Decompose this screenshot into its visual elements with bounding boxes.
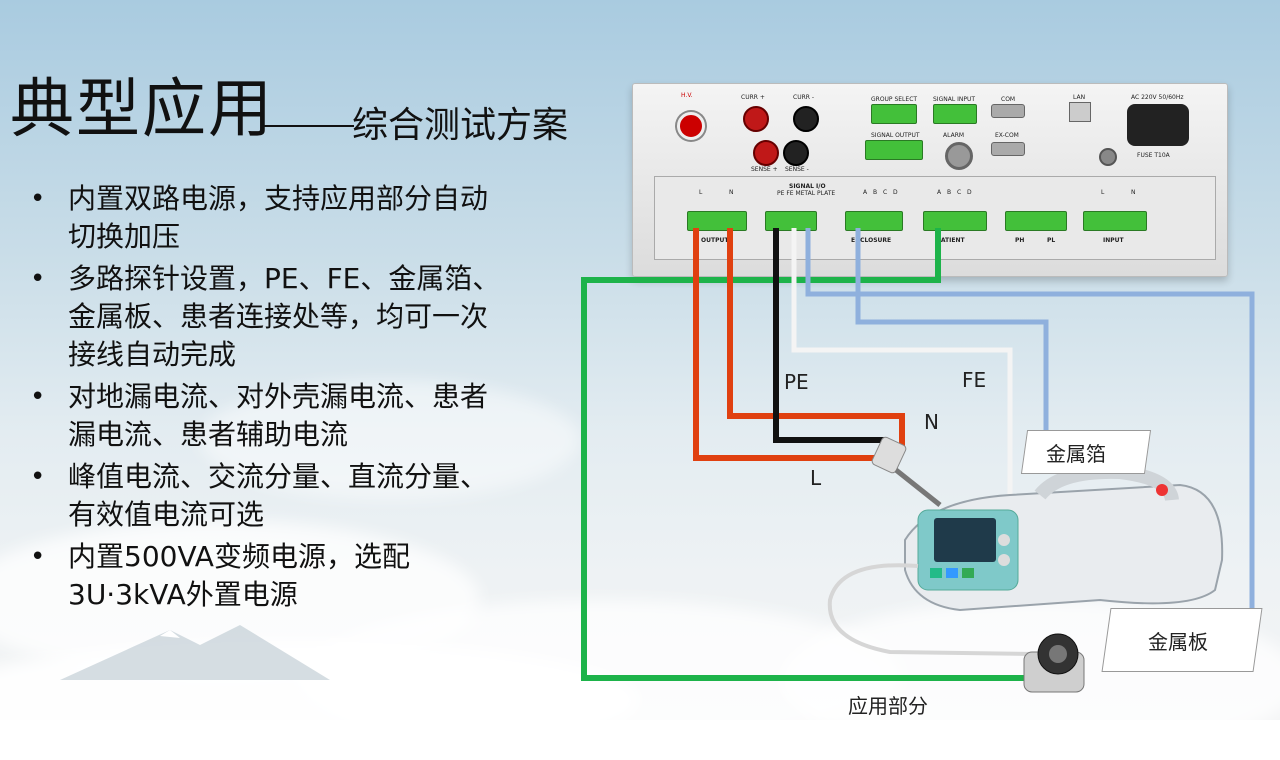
patient-wire [581,228,1030,681]
signal-io-label: SIGNAL I/O [789,183,826,190]
enclosure-terminal [845,211,903,231]
curr-minus-jack-icon [793,106,819,132]
pl-label: PL [1047,237,1056,244]
hv-label: H.V. [681,92,693,99]
feature-item: 内置500VA变频电源，选配3U·3kVA外置电源 [30,538,510,614]
feature-list: 内置双路电源，支持应用部分自动切换加压 多路探针设置，PE、FE、金属箔、金属板… [30,180,510,618]
com-label: COM [1001,96,1016,103]
feature-item: 对地漏电流、对外壳漏电流、患者漏电流、患者辅助电流 [30,378,510,454]
enclosure-a-label: A [863,189,868,196]
ph-label: PH [1015,237,1025,244]
ac-label: AC 220V 50/60Hz [1131,94,1184,101]
signal-io-terminal [765,211,817,231]
foil-tag: 金属箔 [1046,442,1106,466]
fe-wire-foil [855,228,1049,434]
signal-input-label: SIGNAL INPUT [933,96,976,103]
patient-c-label: C [957,189,962,196]
title-dash [262,125,354,127]
patient-d-label: D [967,189,972,196]
patient-terminal [923,211,987,231]
applied-part-tag: 应用部分 [848,694,928,718]
group-select-label: GROUP SELECT [871,96,918,103]
alarm-label: ALARM [943,132,965,139]
curr-minus-label: CURR - [793,94,814,101]
live-wire [693,228,880,461]
n-wire-label: N [924,410,939,434]
hv-jack-icon [677,112,705,140]
neutral-wire-black [773,228,884,443]
neutral-wire-red [727,228,905,448]
ex-com-label: EX-COM [995,132,1019,139]
page-title: 典型应用 [10,73,274,147]
enclosure-b-label: B [873,189,878,196]
input-label: INPUT [1103,237,1124,244]
output-l-label: L [699,189,703,196]
signal-output-terminal [865,140,923,160]
com-port-icon [991,104,1025,118]
signal-output-label: SIGNAL OUTPUT [871,132,920,139]
enclosure-label: ENCLOSURE [851,237,892,244]
patient-b-label: B [947,189,952,196]
pe-fe-metal-label: PE FE METAL PLATE [777,190,836,197]
alarm-connector-icon [945,142,973,170]
enclosure-d-label: D [893,189,898,196]
output-n-label: N [729,189,734,196]
feature-item: 内置双路电源，支持应用部分自动切换加压 [30,180,510,256]
applied-part-electrode-icon [1023,633,1085,693]
page-subtitle: 综合测试方案 [352,105,569,146]
curr-plus-label: CURR + [741,94,765,101]
l-wire-label: L [810,466,822,490]
enclosure-c-label: C [883,189,888,196]
plug-icon [871,436,907,474]
pe-wire-label: PE [784,370,809,394]
input-l-label: L [1101,189,1105,196]
lan-port-icon [1069,102,1091,122]
input-terminal [1083,211,1147,231]
ex-com-port-icon [991,142,1025,156]
output-panel: L N OUTPUT SIGNAL I/O PE FE METAL PLATE … [654,176,1216,260]
wiring-diagram [581,228,1255,693]
output-terminal [687,211,747,231]
ground-screw-icon [1099,148,1117,166]
plug-cord [894,468,942,507]
fe-wire-plate [805,228,1255,610]
lan-label: LAN [1073,94,1086,101]
ph-pl-terminal [1005,211,1067,231]
group-select-terminal [871,104,917,124]
sense-minus-label: SENSE - [785,166,809,173]
sense-plus-jack-icon [753,140,779,166]
plate-tag: 金属板 [1148,630,1208,654]
sense-minus-jack-icon [783,140,809,166]
sense-plus-label: SENSE + [751,166,778,173]
output-label: OUTPUT [701,237,729,244]
fe-wire-label: FE [962,368,987,392]
fuse-label: FUSE T10A [1137,152,1170,159]
medical-device-icon [904,464,1224,612]
feature-item: 多路探针设置，PE、FE、金属箔、金属板、患者连接处等，均可一次接线自动完成 [30,260,510,374]
input-n-label: N [1131,189,1136,196]
patient-label: PATIENT [937,237,965,244]
pe-wire [791,228,1013,505]
signal-input-terminal [933,104,977,124]
patient-a-label: A [937,189,942,196]
curr-plus-jack-icon [743,106,769,132]
feature-item: 峰值电流、交流分量、直流分量、有效值电流可选 [30,458,510,534]
mountain-decoration [60,625,330,680]
power-inlet-icon [1127,104,1189,146]
applied-part-cable [827,563,1035,656]
